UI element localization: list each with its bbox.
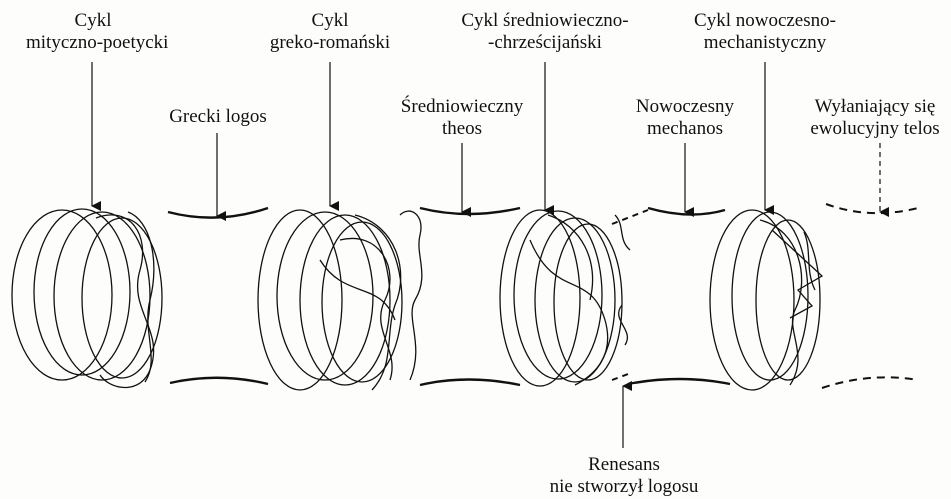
label-cycle-mythic: Cykl mityczno-poetycki [26,10,160,54]
cylinder-renaissance-gap [612,210,648,380]
label-emerging-telos: Wyłaniający się ewolucyjny telos [802,96,948,140]
tangle-modern [615,210,822,390]
label-modern-mechanos: Nowoczesny mechanos [625,96,745,140]
cylinder-telos-dashed [822,204,918,388]
label-cycle-modern: Cykl nowoczesno- mechanistyczny [682,10,848,54]
tangle-mythic [12,209,162,388]
label-cycle-medieval: Cykl średniowieczno- -chrześcijański [450,10,640,54]
cylinder-medieval [420,208,520,385]
cylinder-modern [628,208,730,384]
label-renaissance: Renesans nie stworzył logosu [546,454,702,498]
label-medieval-theos: Średniowieczny theos [396,96,528,140]
label-greek-logos: Grecki logos [158,106,278,128]
cylinder-greek [168,208,268,384]
label-cycle-greco: Cykl greko-romański [268,10,392,54]
tangle-greco [258,210,402,390]
tangle-medieval [400,210,622,386]
